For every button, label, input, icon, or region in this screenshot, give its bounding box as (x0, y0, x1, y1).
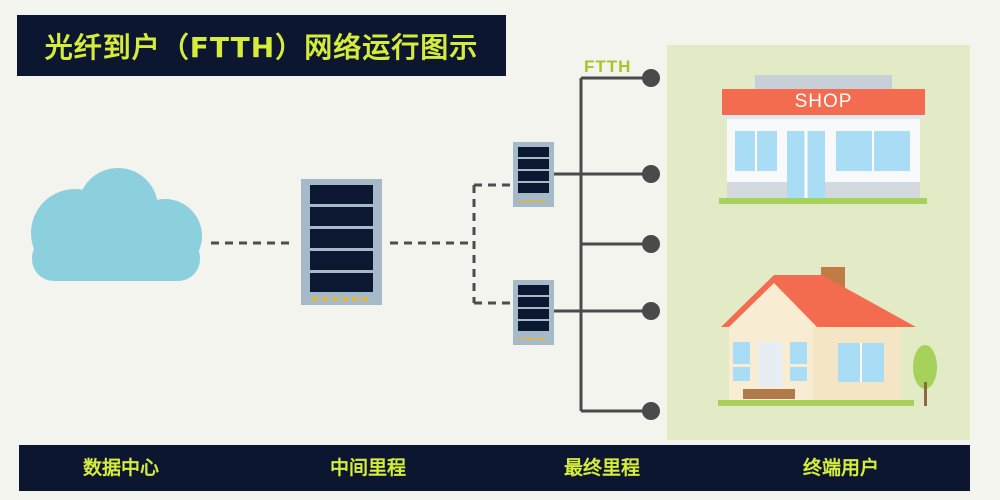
house-building-icon (718, 267, 916, 406)
middle-mile-server-icon (301, 179, 382, 305)
stage-label-data-center: 数据中心 (82, 457, 159, 479)
title-banner: 光纤到户（FTTH）网络运行图示 (17, 15, 506, 76)
ftth-label: FTTH (584, 57, 632, 76)
middle-mile-links (390, 183, 510, 305)
shop-building-icon (719, 75, 927, 204)
tree-icon (913, 345, 937, 406)
stage-label-middle-mile: 中间里程 (329, 457, 406, 479)
stage-label-end-user: 终端用户 (802, 457, 879, 479)
diagram-title: 光纤到户（FTTH）网络运行图示 (44, 30, 479, 64)
distribution-switch-upper-icon (513, 142, 554, 207)
stage-labels-bar: 数据中心 中间里程 最终里程 终端用户 (19, 445, 970, 491)
endpoint-dots (642, 69, 660, 420)
shop-sign-text: SHOP (794, 91, 853, 112)
data-center-cloud-icon (31, 168, 202, 281)
stage-label-last-mile: 最终里程 (563, 457, 640, 479)
distribution-switch-lower-icon (513, 280, 554, 345)
last-mile-links (554, 76, 650, 413)
